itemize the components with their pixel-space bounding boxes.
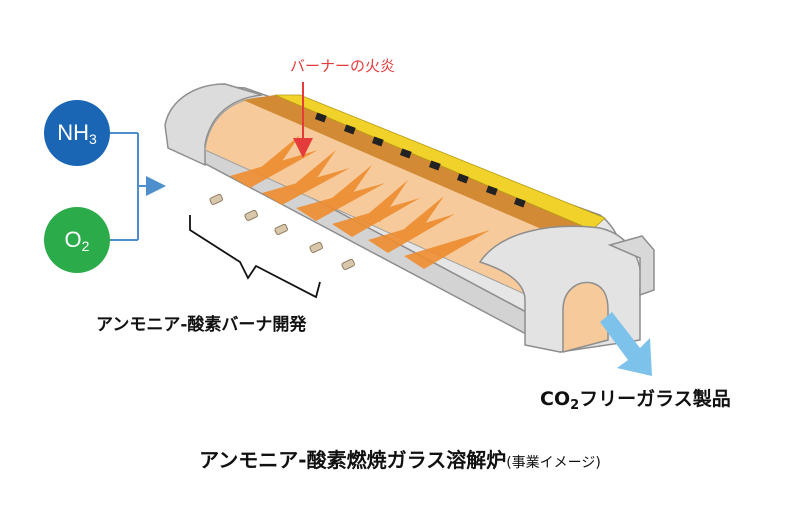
caption-main: アンモニア-酸素燃焼ガラス溶解炉 <box>199 448 507 472</box>
nh3-input-circle: NH3 <box>44 100 110 166</box>
burner-development-label: アンモニア-酸素バーナ開発 <box>96 315 307 335</box>
outlet-arrow <box>600 312 652 376</box>
flame-label: バーナーの火炎 <box>290 57 396 75</box>
burner-nozzles <box>209 193 355 271</box>
o2-label: O2 <box>64 226 90 254</box>
diagram-caption: アンモニア-酸素燃焼ガラス溶解炉(事業イメージ) <box>0 444 800 473</box>
burner-flames <box>230 135 490 269</box>
caption-sub: (事業イメージ) <box>506 455 601 471</box>
burner-bracket <box>189 215 321 299</box>
input-connector <box>110 132 166 241</box>
product-label: CO2フリーガラス製品 <box>540 388 731 413</box>
nh3-label: NH3 <box>57 119 97 147</box>
o2-input-circle: O2 <box>44 207 110 273</box>
